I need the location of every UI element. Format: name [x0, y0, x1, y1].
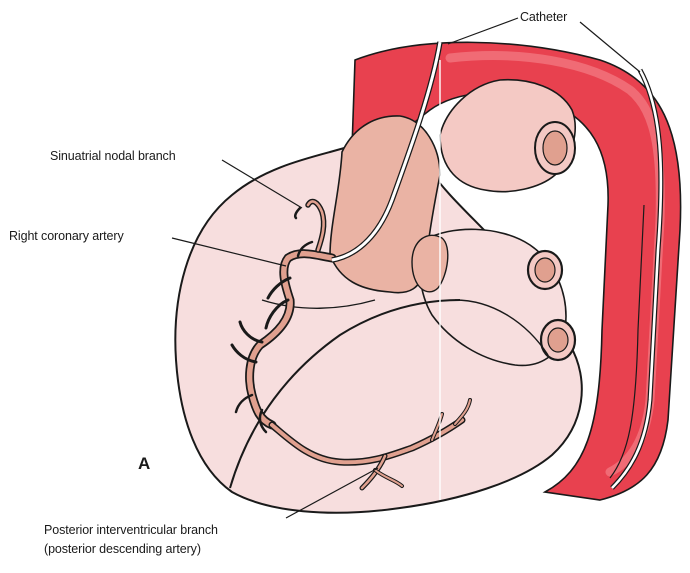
label-posterior-descending-artery: (posterior descending artery) — [44, 542, 201, 557]
panel-letter: A — [138, 454, 150, 474]
label-sinuatrial-nodal-branch: Sinuatrial nodal branch — [50, 149, 176, 164]
label-catheter: Catheter — [520, 10, 567, 25]
vena-cava-lumen — [543, 131, 567, 165]
leader-catheter-1 — [448, 18, 518, 44]
heart — [175, 80, 581, 513]
label-right-coronary-artery: Right coronary artery — [9, 229, 124, 244]
label-posterior-interventricular-branch: Posterior interventricular branch — [44, 523, 218, 538]
